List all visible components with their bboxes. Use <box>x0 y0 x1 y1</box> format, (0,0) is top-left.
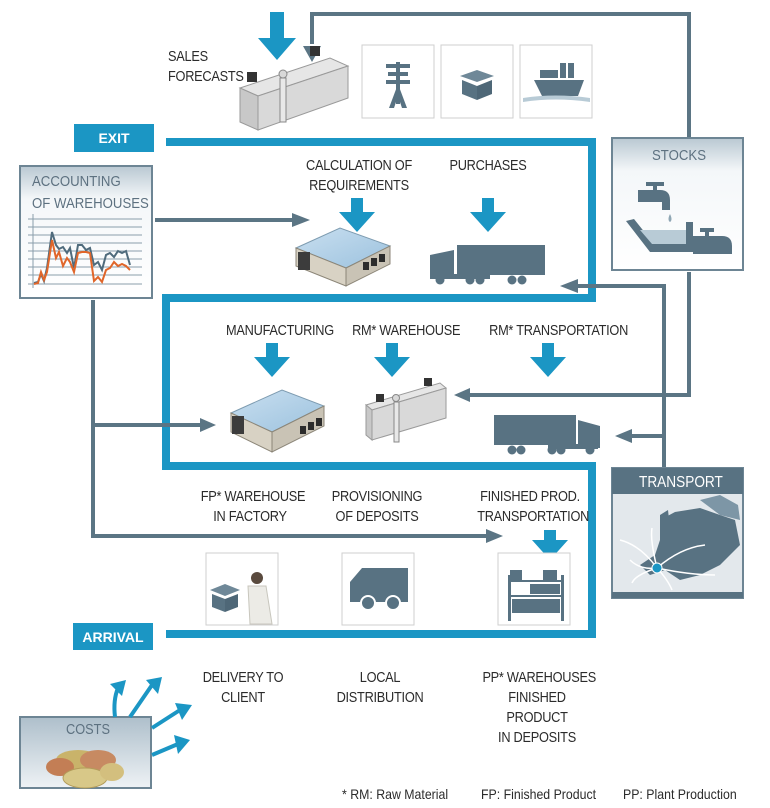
chart-line-orange <box>33 239 131 285</box>
truck-purchases-icon <box>430 245 545 285</box>
truck-rm-transport-icon <box>494 415 600 455</box>
arrow-down-manufacturing <box>254 343 290 377</box>
warehouse-building-calc <box>294 227 392 287</box>
label-rm-warehouse: RM* WAREHOUSE <box>352 323 461 339</box>
label-pp-warehouses: PP* WAREHOUSES FINISHED PRODUCT IN DEPOS… <box>482 670 596 746</box>
label-manufacturing: MANUFACTURING <box>226 323 334 339</box>
arrowhead-left-truck <box>615 429 632 443</box>
label-rm-transportation: RM* TRANSPORTATION <box>489 323 629 339</box>
stocks-panel <box>611 137 744 271</box>
accounting-title: ACCOUNTING OF WAREHOUSES <box>32 173 149 212</box>
stocks-title: STOCKS <box>652 147 707 164</box>
main-flow-path <box>162 138 596 638</box>
footnote-fp: FP: Finished Product <box>481 786 597 802</box>
transport-title: TRANSPORT <box>639 474 723 491</box>
connector-stocks-to-rm <box>460 272 691 397</box>
arrow-down-calculation <box>339 198 375 232</box>
label-finished-transport: FINISHED PROD. TRANSPORTATION <box>477 489 590 525</box>
costs-title: COSTS <box>66 722 110 738</box>
cost-arrows <box>110 677 192 757</box>
transport-panel <box>611 467 744 599</box>
worker-with-box-icon <box>210 572 273 625</box>
label-local-distribution: LOCAL DISTRIBUTION <box>336 670 424 706</box>
accounting-chart <box>28 214 142 288</box>
arrow-down-rm-transport <box>530 343 566 377</box>
arrowhead-left-purchases <box>560 279 578 293</box>
arrowhead-right-calculation <box>292 213 310 227</box>
coins-icon <box>46 750 124 789</box>
delivery-van-icon <box>350 568 408 611</box>
origin-dot <box>651 562 663 574</box>
cargo-ship-icon <box>523 63 590 102</box>
arrow-down-finished-transport <box>532 530 568 560</box>
power-pylon-icon <box>386 62 410 108</box>
faucet-tub-icon <box>626 182 732 254</box>
connector-lines <box>91 12 691 538</box>
footnote-rm: * RM: Raw Material <box>342 786 449 802</box>
label-calculation: CALCULATION OF REQUIREMENTS <box>306 158 412 194</box>
connector-transport-up <box>575 284 666 470</box>
label-provisioning: PROVISIONING OF DEPOSITS <box>331 489 423 525</box>
arrowhead-right-manufacturing <box>200 418 216 432</box>
label-delivery: DELIVERY TO CLIENT <box>202 670 284 706</box>
warehouse-building-manufacturing <box>229 389 326 453</box>
label-purchases: PURCHASES <box>449 158 527 174</box>
exit-tag: EXIT <box>74 124 154 152</box>
arrow-down-sales <box>258 12 296 60</box>
bottom-icon-boxes <box>205 552 571 626</box>
warehouse-shelf-icon <box>508 570 564 621</box>
label-fp-warehouse: FP* WAREHOUSE IN FACTORY <box>200 489 306 525</box>
arrival-tag: ARRIVAL <box>73 623 153 650</box>
open-box-icon <box>460 70 494 100</box>
connector-accounting-down <box>91 300 488 538</box>
label-sales-forecasts: SALES FORECASTS <box>168 49 244 85</box>
connector-stocks-to-sales <box>310 12 691 138</box>
arrow-down-purchases <box>470 198 506 232</box>
arrowhead-right-finished <box>486 529 503 543</box>
top-icon-boxes <box>361 44 593 119</box>
sales-desk-illustration <box>238 46 350 131</box>
arrowhead-left-rm-warehouse <box>454 388 470 402</box>
accounting-panel <box>19 165 153 299</box>
blue-down-arrows <box>254 12 568 560</box>
footnote-pp: PP: Plant Production <box>623 786 737 802</box>
arrow-down-rm-warehouse <box>374 343 410 377</box>
costs-panel <box>19 716 152 789</box>
rm-warehouse-desk-illustration <box>364 378 448 443</box>
connector-arrowheads <box>200 46 632 543</box>
